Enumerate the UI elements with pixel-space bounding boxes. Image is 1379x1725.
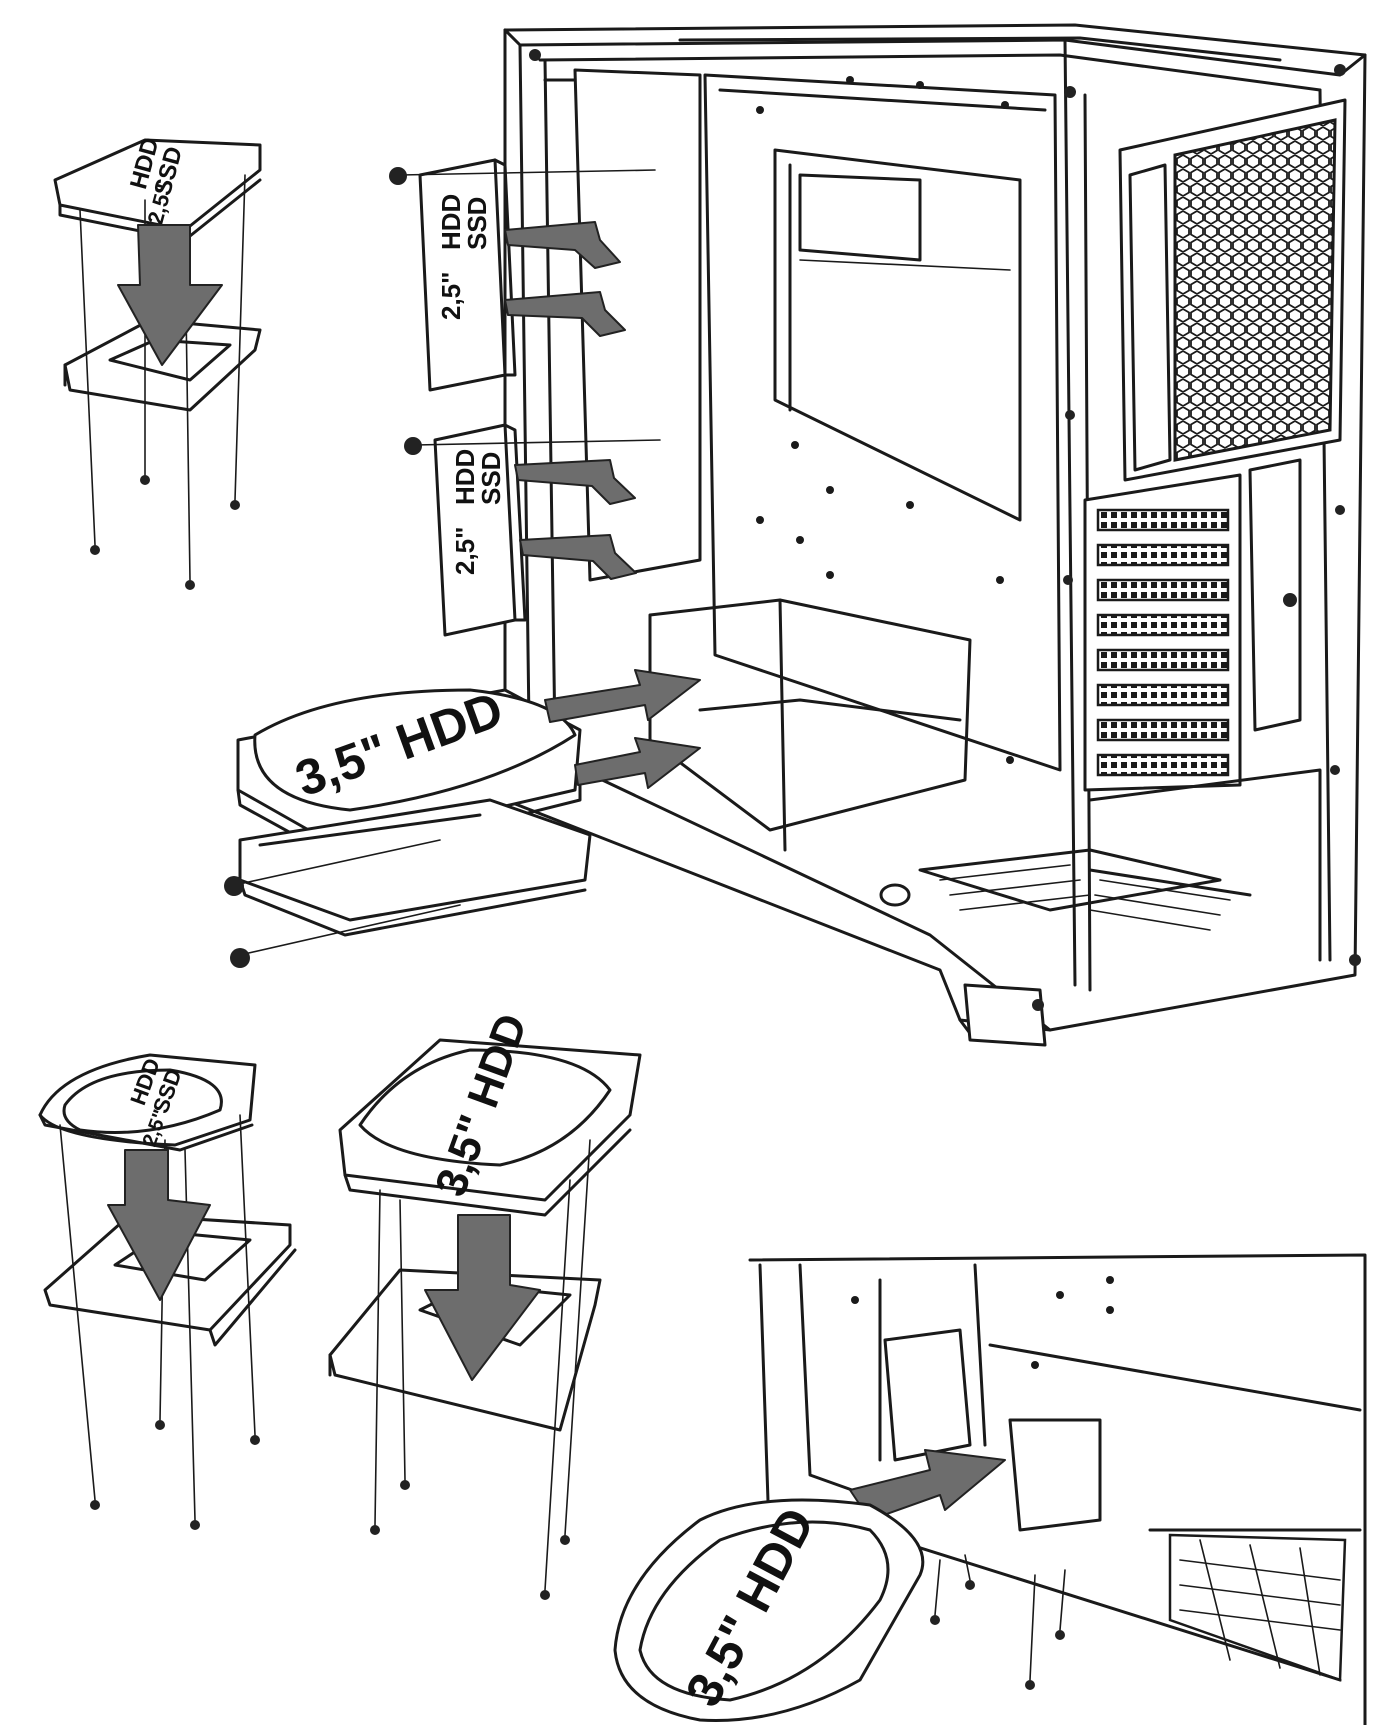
- ssd-on-cage-upper: 2,5" HDD SSD: [389, 158, 656, 392]
- pc-case-chassis: [503, 23, 1367, 1047]
- thumb-screw-icon: [389, 167, 407, 185]
- ssd-on-cage-lower: 2,5" HDD SSD: [404, 423, 661, 637]
- expansion-slots: [1083, 458, 1302, 792]
- ssd-size-label: 2,5": [436, 272, 466, 320]
- ssd-label: SSD: [476, 452, 506, 505]
- down-arrow-icon: [117, 224, 223, 366]
- thumb-screw-icon: [230, 948, 250, 968]
- hdd-label: HDD: [450, 449, 480, 505]
- step-hdd-bracket-bottom: 3,5" HDD: [328, 1008, 642, 1600]
- slide-in-arrows: [544, 669, 701, 789]
- mount-arrows: [504, 221, 637, 580]
- step-ssd-bracket-top: HDD SSD 2,5": [53, 135, 262, 590]
- thumb-screw-icon: [224, 876, 244, 896]
- thumb-screw-icon: [404, 437, 422, 455]
- ssd-size-label: 2,5": [450, 527, 480, 575]
- step-ssd-bracket-bottom: HDD SSD 2,5": [38, 1053, 297, 1530]
- down-arrow-icon: [107, 1149, 211, 1301]
- inset-bottom-cage: 3,5" HDD: [613, 1253, 1367, 1725]
- down-arrow-icon: [424, 1214, 541, 1381]
- hdd-label: HDD: [436, 194, 466, 250]
- ssd-label: SSD: [462, 197, 492, 250]
